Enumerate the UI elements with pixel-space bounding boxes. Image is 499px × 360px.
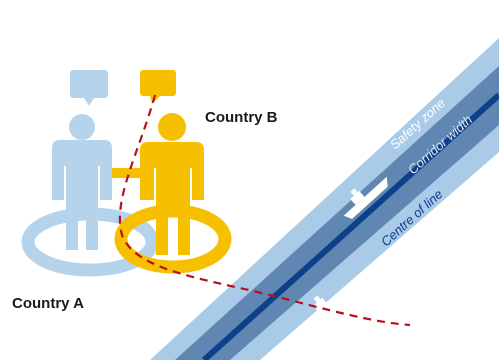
ship-icon — [343, 176, 388, 219]
person-icon — [112, 113, 204, 255]
country-b-ring — [114, 204, 232, 274]
country-b-figure — [112, 70, 232, 274]
centre-line — [201, 92, 499, 360]
person-icon — [52, 114, 112, 250]
safety-zone-band — [150, 38, 499, 360]
country-b-label: Country B — [205, 109, 278, 126]
corridor-width-band — [175, 66, 499, 360]
boundary-dashed-line — [118, 94, 411, 327]
country-a-figure — [21, 70, 159, 277]
speech-bubble-icon — [70, 70, 108, 106]
country-a-label: Country A — [12, 295, 84, 312]
corridor-group — [150, 38, 499, 360]
speech-bubble-icon — [140, 70, 176, 104]
ship-icon — [306, 283, 351, 326]
